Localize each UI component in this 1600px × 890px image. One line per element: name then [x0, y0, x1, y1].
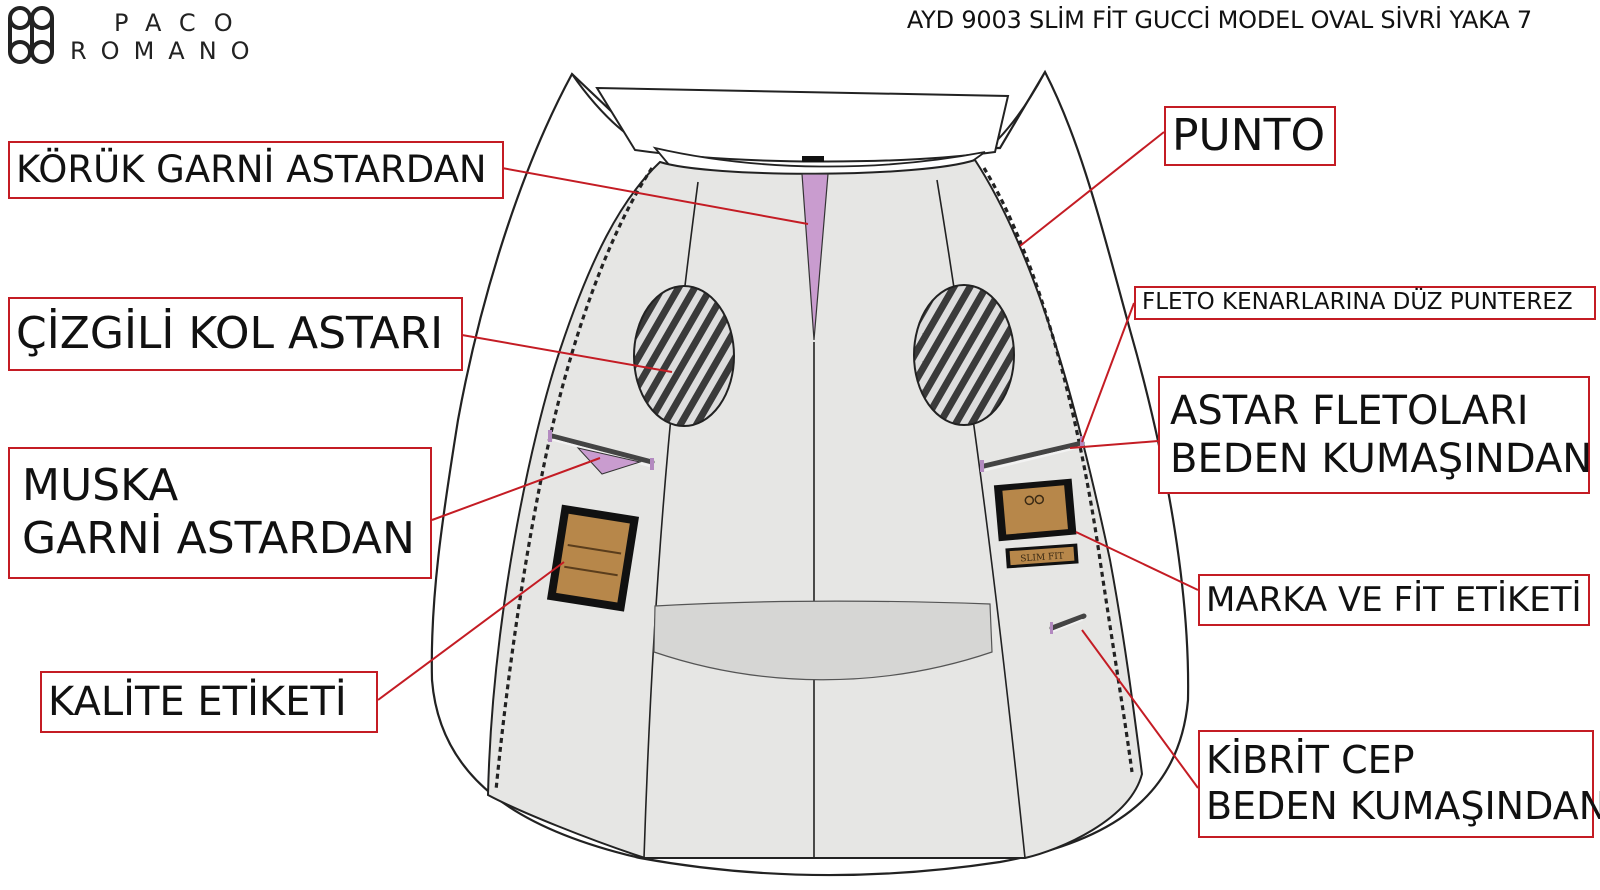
leader-marka — [1075, 531, 1199, 591]
brand-word-paco: PACO — [114, 9, 251, 37]
callout-punto: PUNTO — [1164, 106, 1336, 166]
left-fleto-bartack-left — [548, 430, 552, 442]
leader-astar-fleto — [1069, 440, 1159, 449]
left-fleto-pocket — [549, 433, 655, 465]
kibrit-bartack — [1050, 622, 1053, 634]
right-fleto-pocket — [981, 440, 1085, 469]
right-fleto-bartack-left — [980, 460, 984, 472]
callout-koruk-garni: KÖRÜK GARNİ ASTARDAN — [8, 141, 504, 199]
callout-fleto-kenar: FLETO KENARLARINA DÜZ PUNTEREZ — [1134, 286, 1596, 320]
leader-kibrit — [1081, 629, 1199, 789]
callout-kalite-text: KALİTE ETİKETİ — [48, 679, 347, 725]
callout-astar-fleto-line1: ASTAR FLETOLARI — [1170, 388, 1529, 434]
leader-koruk — [501, 167, 809, 225]
brand-monogram-icon — [8, 6, 54, 64]
callout-cizgili-text: ÇİZGİLİ KOL ASTARI — [16, 307, 444, 359]
kibrit-pocket — [1049, 613, 1087, 631]
callout-kibrit-cep: KİBRİT CEP BEDEN KUMAŞINDAN — [1198, 730, 1600, 838]
right-facing-seam — [936, 179, 1026, 859]
callout-punto-text: PUNTO — [1172, 109, 1326, 161]
callout-kibrit-line1: KİBRİT CEP — [1206, 738, 1415, 783]
waist-band — [653, 600, 993, 681]
right-fleto-pocket-inner — [984, 445, 1082, 472]
leader-punto — [1019, 131, 1165, 247]
brand-logo: PACO ROMANO — [4, 4, 304, 72]
quality-label — [546, 504, 640, 612]
right-punto-stitch — [982, 167, 1134, 773]
hanger-loop — [802, 156, 824, 162]
left-facing-seam — [643, 181, 699, 859]
leader-fleto-kenar — [1081, 302, 1135, 443]
callout-marka-text: MARKA VE FİT ETİKETİ — [1206, 579, 1582, 620]
brand-word-romano: ROMANO — [70, 37, 264, 65]
leader-muska — [431, 457, 601, 521]
callout-cizgili-kol-astari: ÇİZGİLİ KOL ASTARI — [8, 297, 463, 371]
callout-muska: MUSKA GARNİ ASTARDAN — [8, 447, 432, 579]
callout-muska-line2: GARNİ ASTARDAN — [22, 513, 415, 564]
left-sleeve-lining-oval — [633, 285, 735, 427]
callout-kalite-etiketi: KALİTE ETİKETİ — [40, 671, 378, 733]
callout-koruk-text: KÖRÜK GARNİ ASTARDAN — [16, 147, 487, 191]
right-sleeve-lining-oval — [913, 284, 1015, 426]
slim-fit-label-text: SLIM FIT — [1020, 551, 1064, 564]
left-fleto-bartack-right — [650, 458, 654, 470]
page-title: AYD 9003 SLİM FİT GUCCİ MODEL OVAL SİVRİ… — [906, 6, 1532, 34]
callout-astar-fletolari: ASTAR FLETOLARI BEDEN KUMAŞINDAN — [1158, 376, 1593, 494]
left-punto-stitch — [494, 167, 654, 791]
slim-fit-label: SLIM FIT — [1005, 543, 1079, 569]
callout-marka-fit-etiketi: MARKA VE FİT ETİKETİ — [1198, 574, 1590, 626]
brand-label — [993, 478, 1077, 542]
callout-kibrit-line2: BEDEN KUMAŞINDAN — [1206, 784, 1600, 828]
callout-astar-fleto-line2: BEDEN KUMAŞINDAN — [1170, 436, 1593, 482]
callout-fleto-kenar-text: FLETO KENARLARINA DÜZ PUNTEREZ — [1142, 289, 1573, 316]
koruk-pleat — [801, 173, 829, 341]
leader-kalite — [377, 561, 565, 701]
leader-cizgili — [461, 334, 673, 373]
kibrit-pocket-inner — [1053, 619, 1083, 632]
callout-muska-line1: MUSKA — [22, 460, 179, 512]
